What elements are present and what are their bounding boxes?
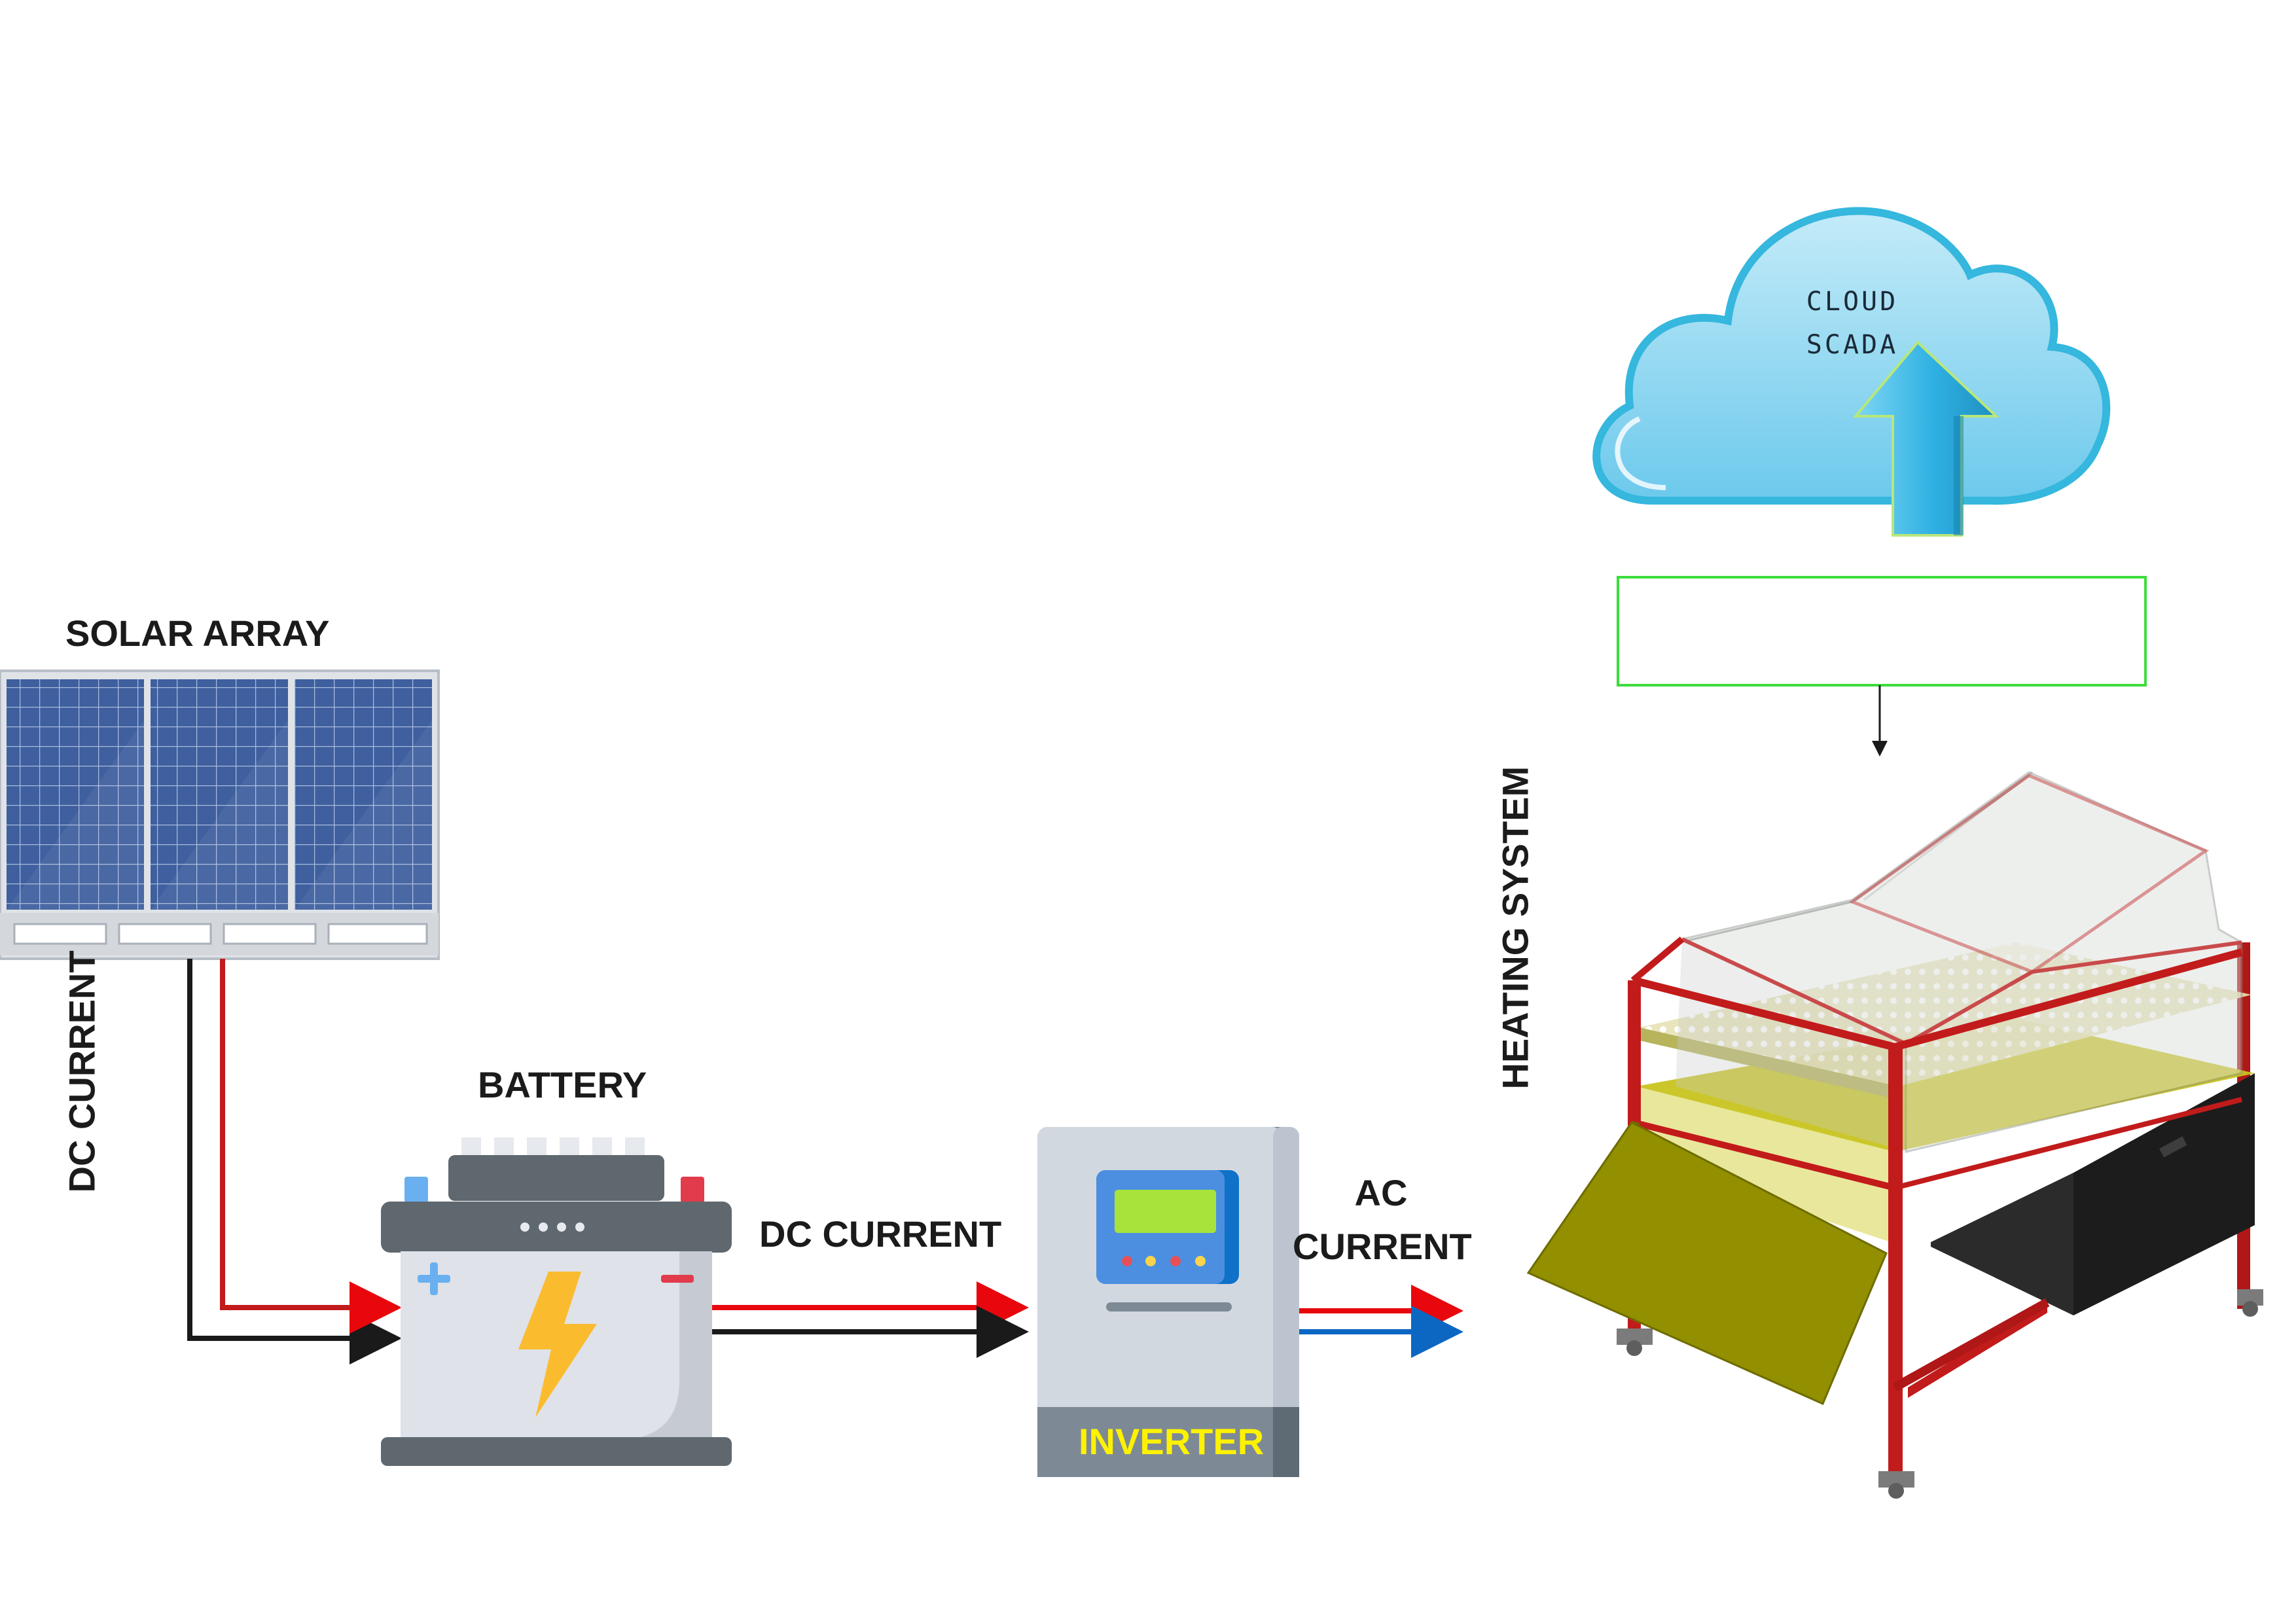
inverter-label: INVERTER — [1079, 1421, 1265, 1462]
cloud-scada-label: CLOUD SCADA — [1770, 280, 1934, 366]
dc-wires-battery-to-inverter — [712, 1281, 1029, 1358]
dc-current-vertical-label: DC CURRENT — [61, 950, 103, 1193]
heating-system-label: HEATING SYSTEM — [1494, 766, 1536, 1090]
dc-current-label: DC CURRENT — [759, 1213, 1002, 1255]
heating-cabinet-icon — [1526, 771, 2263, 1499]
lightning-bolt-icon — [518, 1272, 597, 1418]
ac-current-line2: CURRENT — [1293, 1226, 1472, 1267]
plus-sign-icon — [418, 1262, 450, 1295]
battery-label: BATTERY — [478, 1064, 647, 1105]
dc-wires-solar-to-battery — [187, 959, 402, 1364]
ac-current-line1: AC — [1354, 1172, 1408, 1213]
cloud-icon — [1592, 207, 2111, 505]
ac-wires-inverter-to-heating — [1299, 1285, 1463, 1358]
upload-arrow-icon — [1852, 340, 2000, 537]
cloud-line2: SCADA — [1806, 330, 1899, 360]
inverter-icon — [1037, 1127, 1299, 1477]
cloud-line1: CLOUD — [1806, 287, 1899, 317]
minus-sign-icon — [661, 1275, 694, 1283]
ac-current-label: AC CURRENT — [1293, 1166, 1472, 1274]
solar-panel-icon — [0, 669, 440, 960]
control-box — [1617, 576, 2147, 687]
solar-array-label: SOLAR ARRAY — [65, 613, 330, 654]
battery-icon — [381, 1137, 732, 1466]
